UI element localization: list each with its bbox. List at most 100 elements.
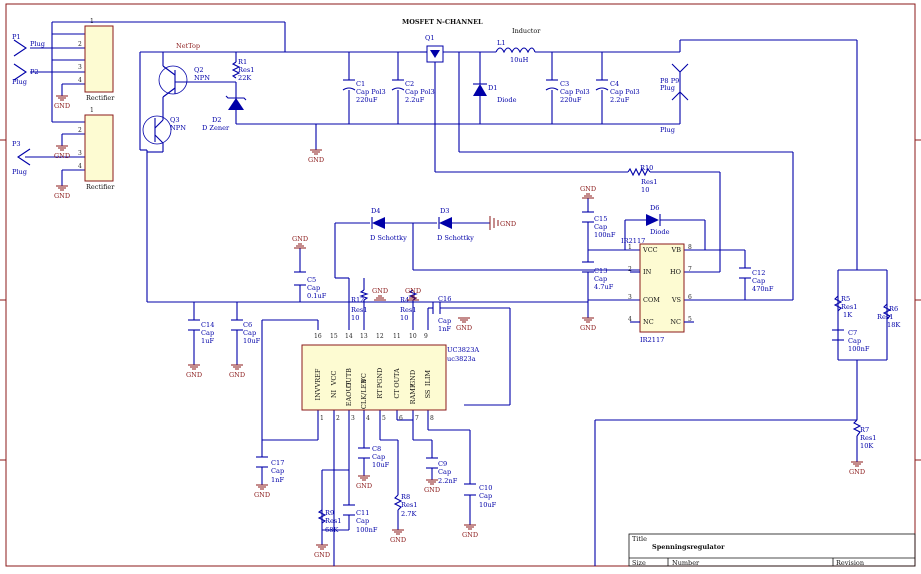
uc3823-pins: VREF16VCC15OUTB14VC13PGND12OUTA11GND10IL… [314, 333, 434, 422]
ground-label: GND [580, 185, 596, 193]
ground-label: GND [405, 287, 421, 295]
c14-icon [188, 319, 200, 331]
c6-icon [231, 319, 243, 331]
r1-type: Res1 [238, 66, 254, 74]
ground-label: GND [462, 531, 478, 539]
d4-schottky-icon [371, 217, 385, 229]
d4-ref: D4 [371, 207, 380, 215]
d6-ref: D6 [650, 204, 659, 212]
c13-ref: C13 [594, 267, 607, 275]
c2-value: 2.2uF [405, 96, 425, 104]
uc3823-pin-5-label: RT [376, 389, 384, 399]
r9-ref: R9 [325, 509, 334, 517]
ground-label: GND [356, 482, 372, 490]
ir2117-pin-5: 5 [688, 316, 692, 323]
ground-label: GND [54, 102, 70, 110]
uc3823-pin-3: 3 [351, 415, 355, 422]
p3-desc: Plug [12, 168, 28, 176]
q1-mosfet-icon [426, 45, 444, 66]
ground-icon: GND [54, 185, 70, 200]
d6-type: Diode [650, 228, 670, 236]
ground-icon: GND [186, 364, 202, 379]
r5-icon [833, 295, 843, 312]
r7-value: 10K [860, 442, 874, 450]
uc3823-pin-15: 15 [330, 333, 338, 340]
uc3823-pin-14-label: OUTB [345, 368, 353, 388]
r4-value: 10 [400, 314, 408, 322]
r9-value: 68K [325, 526, 339, 534]
ground-label: GND [254, 491, 270, 499]
r8-type: Res1 [401, 501, 417, 509]
p8-desc: Plug [660, 84, 676, 92]
c17-value: 1nF [271, 476, 284, 484]
rectifier-upper-label: Rectifier [86, 94, 115, 102]
c3-ref: C3 [560, 80, 569, 88]
r6-icon [882, 303, 892, 320]
c12-icon [739, 267, 751, 279]
uc3823-pin-4: 4 [366, 415, 370, 422]
c2-type: Cap Pol3 [405, 88, 435, 96]
ground-label: GND [424, 486, 440, 494]
d1-ref: D1 [488, 84, 497, 92]
c12-value: 470nF [752, 285, 774, 293]
uc3823-chip [301, 344, 447, 411]
p1-desc: Plug [30, 40, 46, 48]
uc3823-pin-9: 9 [424, 333, 428, 340]
r7-ref: R7 [860, 426, 869, 434]
d1-diode-icon [473, 83, 487, 96]
c4-icon [595, 79, 609, 91]
c5-value: 0.1uF [307, 292, 327, 300]
c11-value: 100nF [356, 526, 378, 534]
d3-ground-icon [489, 216, 499, 230]
plug-p3-icon [17, 148, 31, 166]
rect-u-pin-4: 4 [78, 77, 82, 84]
ground-label: GND [186, 371, 202, 379]
ground-icon: GND [292, 235, 308, 249]
d3-type: D Schottky [437, 234, 474, 242]
uc3823-pin-4-label: CLK/LEB [360, 379, 368, 409]
l1-inductor-icon [495, 47, 536, 54]
ground-label: GND [292, 235, 308, 243]
r8-ref: R8 [401, 493, 410, 501]
number-label: Number [672, 559, 700, 567]
c1-icon [342, 79, 356, 91]
uc3823-pin-1-label: INV [314, 387, 322, 400]
ground-icon: GND [372, 287, 388, 301]
border-ticks [0, 139, 921, 461]
title-block: Title Spenningsregulator Size Number Rev… [628, 533, 916, 567]
r6-type: Res1 [877, 313, 893, 321]
r5-ref: R5 [841, 295, 850, 303]
rectifier-lower [84, 114, 114, 182]
d3-schottky-icon [438, 217, 452, 229]
c10-icon [464, 483, 476, 496]
c8-value: 10uF [372, 461, 390, 469]
c13-icon [582, 261, 594, 273]
q3-ref: Q3 [170, 116, 180, 124]
net-top-label: NetTop [176, 42, 200, 50]
ground-icon: GND [849, 461, 865, 476]
c7-type: Cap [848, 337, 861, 345]
c17-type: Cap [271, 467, 284, 475]
r6-value: 18K [887, 321, 901, 329]
r12-value: 10 [351, 314, 359, 322]
q3-type: NPN [170, 124, 186, 132]
ground-icon: GND [54, 145, 70, 160]
rectifier-upper [84, 25, 114, 93]
r10-value: 10 [641, 186, 649, 194]
r7-type: Res1 [860, 434, 876, 442]
wires [25, 21, 888, 566]
rect-l-pin-1: 1 [90, 107, 94, 114]
sheet-title: Spenningsregulator [652, 543, 725, 551]
c3-value: 220uF [560, 96, 582, 104]
r12-icon [359, 278, 369, 301]
l1-ref: L1 [497, 39, 506, 47]
ir2117-pin-5-label: NC [670, 318, 681, 326]
c10-ref: C10 [479, 484, 492, 492]
c1-ref: C1 [356, 80, 365, 88]
c15-type: Cap [594, 223, 607, 231]
r5-type: Res1 [841, 303, 857, 311]
r4-ref: R4 [400, 296, 409, 304]
c6-value: 10uF [243, 337, 261, 345]
